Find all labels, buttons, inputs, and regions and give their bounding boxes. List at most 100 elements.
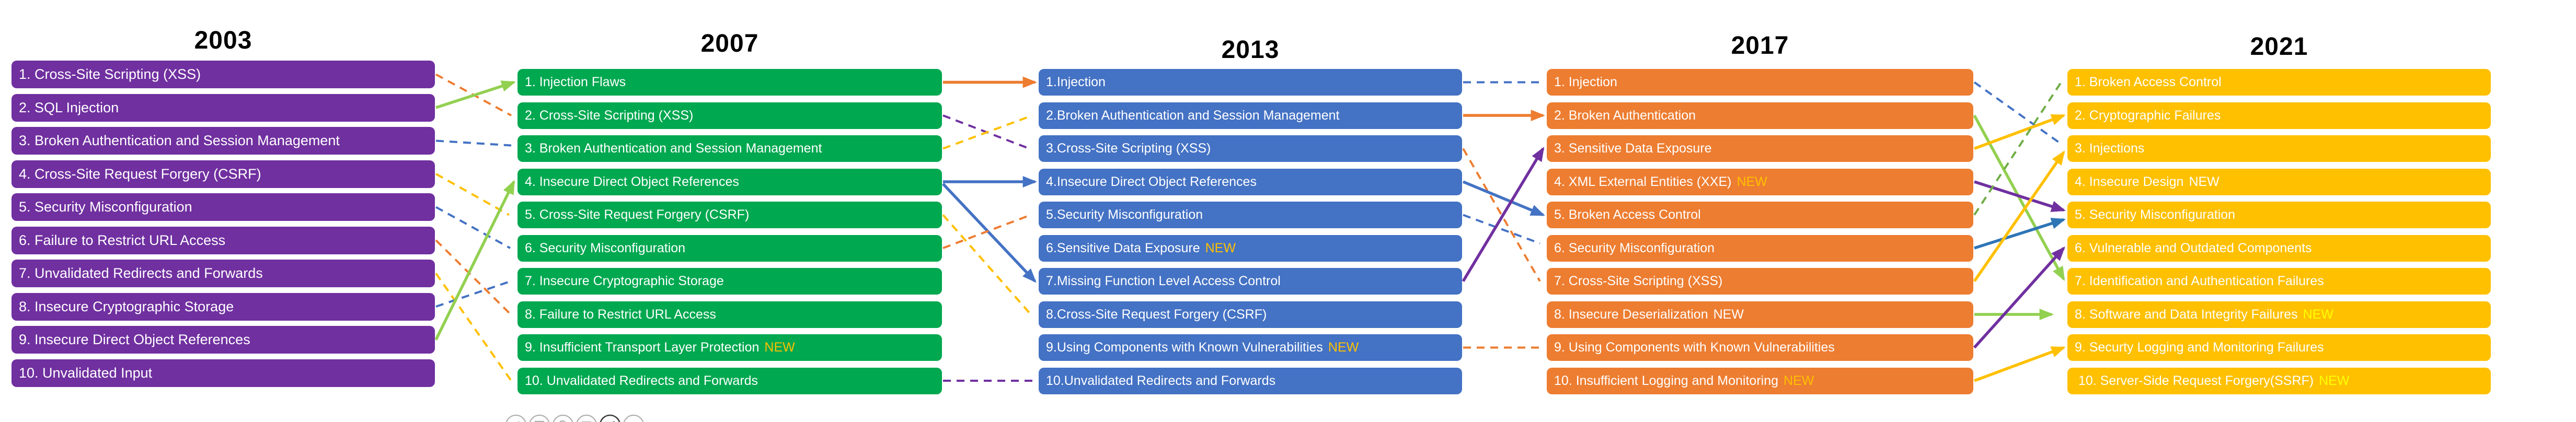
topten-item-label: 3.Cross-Site Scripting (XSS) — [1046, 141, 1211, 156]
topten-item-2007-7: 7. Insecure Cryptographic Storage — [518, 268, 942, 295]
new-badge: NEW — [1736, 174, 1767, 189]
topten-item-2007-8: 8. Failure to Restrict URL Access — [518, 301, 942, 328]
topten-item-2021-9: 9. Securty Logging and Monitoring Failur… — [2067, 334, 2491, 361]
column-title-2013: 2013 — [1221, 36, 1280, 64]
topten-item-label: 2. SQL Injection — [19, 99, 119, 115]
topten-item-label: 3. Broken Authentication and Session Man… — [19, 133, 340, 148]
topten-item-label: 6. Security Misconfiguration — [525, 240, 686, 255]
pen-icon[interactable] — [505, 414, 526, 422]
topten-item-label: 10. Unvalidated Input — [19, 365, 153, 381]
topten-item-2017-5: 5. Broken Access Control — [1547, 202, 1973, 228]
new-badge: NEW — [1328, 340, 1359, 355]
topten-item-label: 5. Security Misconfiguration — [2075, 207, 2236, 222]
topten-item-2007-10: 10. Unvalidated Redirects and Forwards — [518, 367, 942, 394]
topten-item-2003-7: 7. Unvalidated Redirects and Forwards — [12, 260, 435, 287]
connector-2013-5-to-2017-6 — [1463, 214, 1540, 244]
topten-item-label: 1. Broken Access Control — [2075, 75, 2222, 89]
topten-item-2013-8: 8.Cross-Site Request Forgery (CSRF) — [1039, 301, 1462, 328]
topten-item-label: 5. Cross-Site Request Forgery (CSRF) — [525, 207, 750, 222]
topten-item-2007-9: 9. Insufficient Transport Layer Protecti… — [518, 334, 942, 361]
topten-item-label: 10.Unvalidated Redirects and Forwards — [1046, 373, 1276, 388]
topten-item-2007-3: 3. Broken Authentication and Session Man… — [518, 135, 942, 162]
topten-item-2003-10: 10. Unvalidated Input — [12, 359, 435, 387]
topten-item-2017-6: 6. Security Misconfiguration — [1547, 235, 1973, 262]
topten-item-2013-9: 9.Using Components with Known Vulnerabil… — [1039, 334, 1462, 361]
topten-item-label: 7. Identification and Authentication Fai… — [2075, 274, 2324, 288]
topten-item-label: 6. Failure to Restrict URL Access — [19, 232, 226, 248]
topten-item-2021-7: 7. Identification and Authentication Fai… — [2067, 268, 2491, 295]
topten-item-label: 6.Sensitive Data Exposure — [1046, 240, 1200, 255]
topten-item-2003-3: 3. Broken Authentication and Session Man… — [12, 127, 435, 155]
column-title-2021: 2021 — [2250, 33, 2308, 61]
topten-item-label: 7.Missing Function Level Access Control — [1046, 274, 1281, 288]
topten-item-2007-2: 2. Cross-Site Scripting (XSS) — [518, 102, 942, 129]
topten-item-label: 4. Cross-Site Request Forgery (CSRF) — [19, 166, 261, 182]
connector-2003-7-to-2007-10 — [435, 273, 512, 382]
connector-2017-1-to-2021-3 — [1973, 81, 2062, 145]
connector-2003-9-to-2007-4 — [434, 180, 515, 341]
topten-item-label: 9. Using Components with Known Vulnerabi… — [1554, 340, 1835, 355]
topten-item-label: 4. Insecure Direct Object References — [525, 174, 739, 189]
topten-item-2003-1: 1. Cross-Site Scripting (XSS) — [12, 61, 435, 88]
screen-icon[interactable] — [576, 414, 597, 422]
all-slides-icon[interactable] — [529, 414, 550, 422]
topten-item-label: 4. XML External Entities (XXE) — [1554, 174, 1732, 189]
topten-item-label: 5.Security Misconfiguration — [1046, 207, 1203, 222]
new-badge: NEW — [2303, 307, 2333, 322]
topten-item-2013-6: 6.Sensitive Data Exposure NEW — [1039, 235, 1462, 262]
topten-item-2003-6: 6. Failure to Restrict URL Access — [12, 226, 435, 254]
topten-item-2017-1: 1. Injection — [1547, 69, 1973, 96]
topten-item-2013-5: 5.Security Misconfiguration — [1039, 202, 1462, 228]
topten-item-2021-3: 3. Injections — [2067, 135, 2491, 162]
topten-item-label: 2. Cryptographic Failures — [2075, 108, 2221, 123]
topten-item-2003-4: 4. Cross-Site Request Forgery (CSRF) — [12, 160, 435, 188]
connector-2003-6-to-2007-8 — [435, 239, 512, 315]
topten-item-label: 5. Security Misconfiguration — [19, 199, 192, 215]
connector-2017-10-to-2021-9 — [1974, 346, 2066, 382]
topten-item-2017-7: 7. Cross-Site Scripting (XSS) — [1547, 268, 1973, 295]
topten-item-label: 6. Vulnerable and Outdated Components — [2075, 240, 2312, 255]
connector-2007-5-to-2013-8 — [942, 214, 1032, 315]
topten-item-label: 2. Cross-Site Scripting (XSS) — [525, 108, 694, 123]
more-icon[interactable] — [623, 414, 644, 422]
topten-item-label: 1. Cross-Site Scripting (XSS) — [19, 66, 201, 82]
column-title-2003: 2003 — [194, 27, 252, 54]
topten-item-label: 9. Insufficient Transport Layer Protecti… — [525, 340, 760, 355]
topten-item-label: 1.Injection — [1046, 75, 1106, 89]
column-title-2007: 2007 — [700, 30, 759, 57]
connector-2007-6-to-2013-5 — [942, 214, 1031, 249]
topten-item-label: 2.Broken Authentication and Session Mana… — [1046, 108, 1340, 123]
monitor-icon[interactable] — [600, 414, 620, 422]
topten-item-label: 3. Injections — [2075, 141, 2145, 156]
topten-item-label: 4. Insecure Design — [2075, 174, 2184, 189]
topten-item-label: 3. Sensitive Data Exposure — [1554, 141, 1712, 156]
topten-item-label: 9.Using Components with Known Vulnerabil… — [1046, 340, 1323, 355]
topten-item-2013-2: 2.Broken Authentication and Session Mana… — [1039, 102, 1462, 129]
topten-item-2017-9: 9. Using Components with Known Vulnerabi… — [1547, 334, 1973, 361]
topten-item-2013-3: 3.Cross-Site Scripting (XSS) — [1039, 135, 1462, 162]
topten-item-label: 9. Insecure Direct Object References — [19, 332, 250, 347]
topten-item-label: 3. Broken Authentication and Session Man… — [525, 141, 822, 156]
new-badge: NEW — [1713, 307, 1744, 322]
topten-item-label: 7. Insecure Cryptographic Storage — [525, 274, 724, 288]
connector-2007-3-to-2013-2 — [942, 114, 1033, 150]
topten-item-2007-5: 5. Cross-Site Request Forgery (CSRF) — [518, 202, 942, 228]
zoom-icon[interactable] — [553, 414, 573, 422]
topten-item-label: 10. Insufficient Logging and Monitoring — [1554, 373, 1779, 388]
connector-2007-4-to-2013-7 — [941, 183, 1037, 283]
connector-2003-2-to-2007-1 — [435, 80, 516, 109]
topten-item-label: 8. Failure to Restrict URL Access — [525, 307, 716, 322]
topten-item-label: 8. Insecure Cryptographic Storage — [19, 298, 234, 314]
topten-item-2007-1: 1. Injection Flaws — [518, 69, 942, 96]
new-badge: NEW — [1205, 240, 1236, 255]
topten-item-2021-2: 2. Cryptographic Failures — [2067, 102, 2491, 129]
connector-2003-4-to-2007-5 — [435, 173, 510, 216]
topten-item-2013-1: 1.Injection — [1039, 69, 1462, 96]
topten-item-2013-7: 7.Missing Function Level Access Control — [1039, 268, 1462, 295]
